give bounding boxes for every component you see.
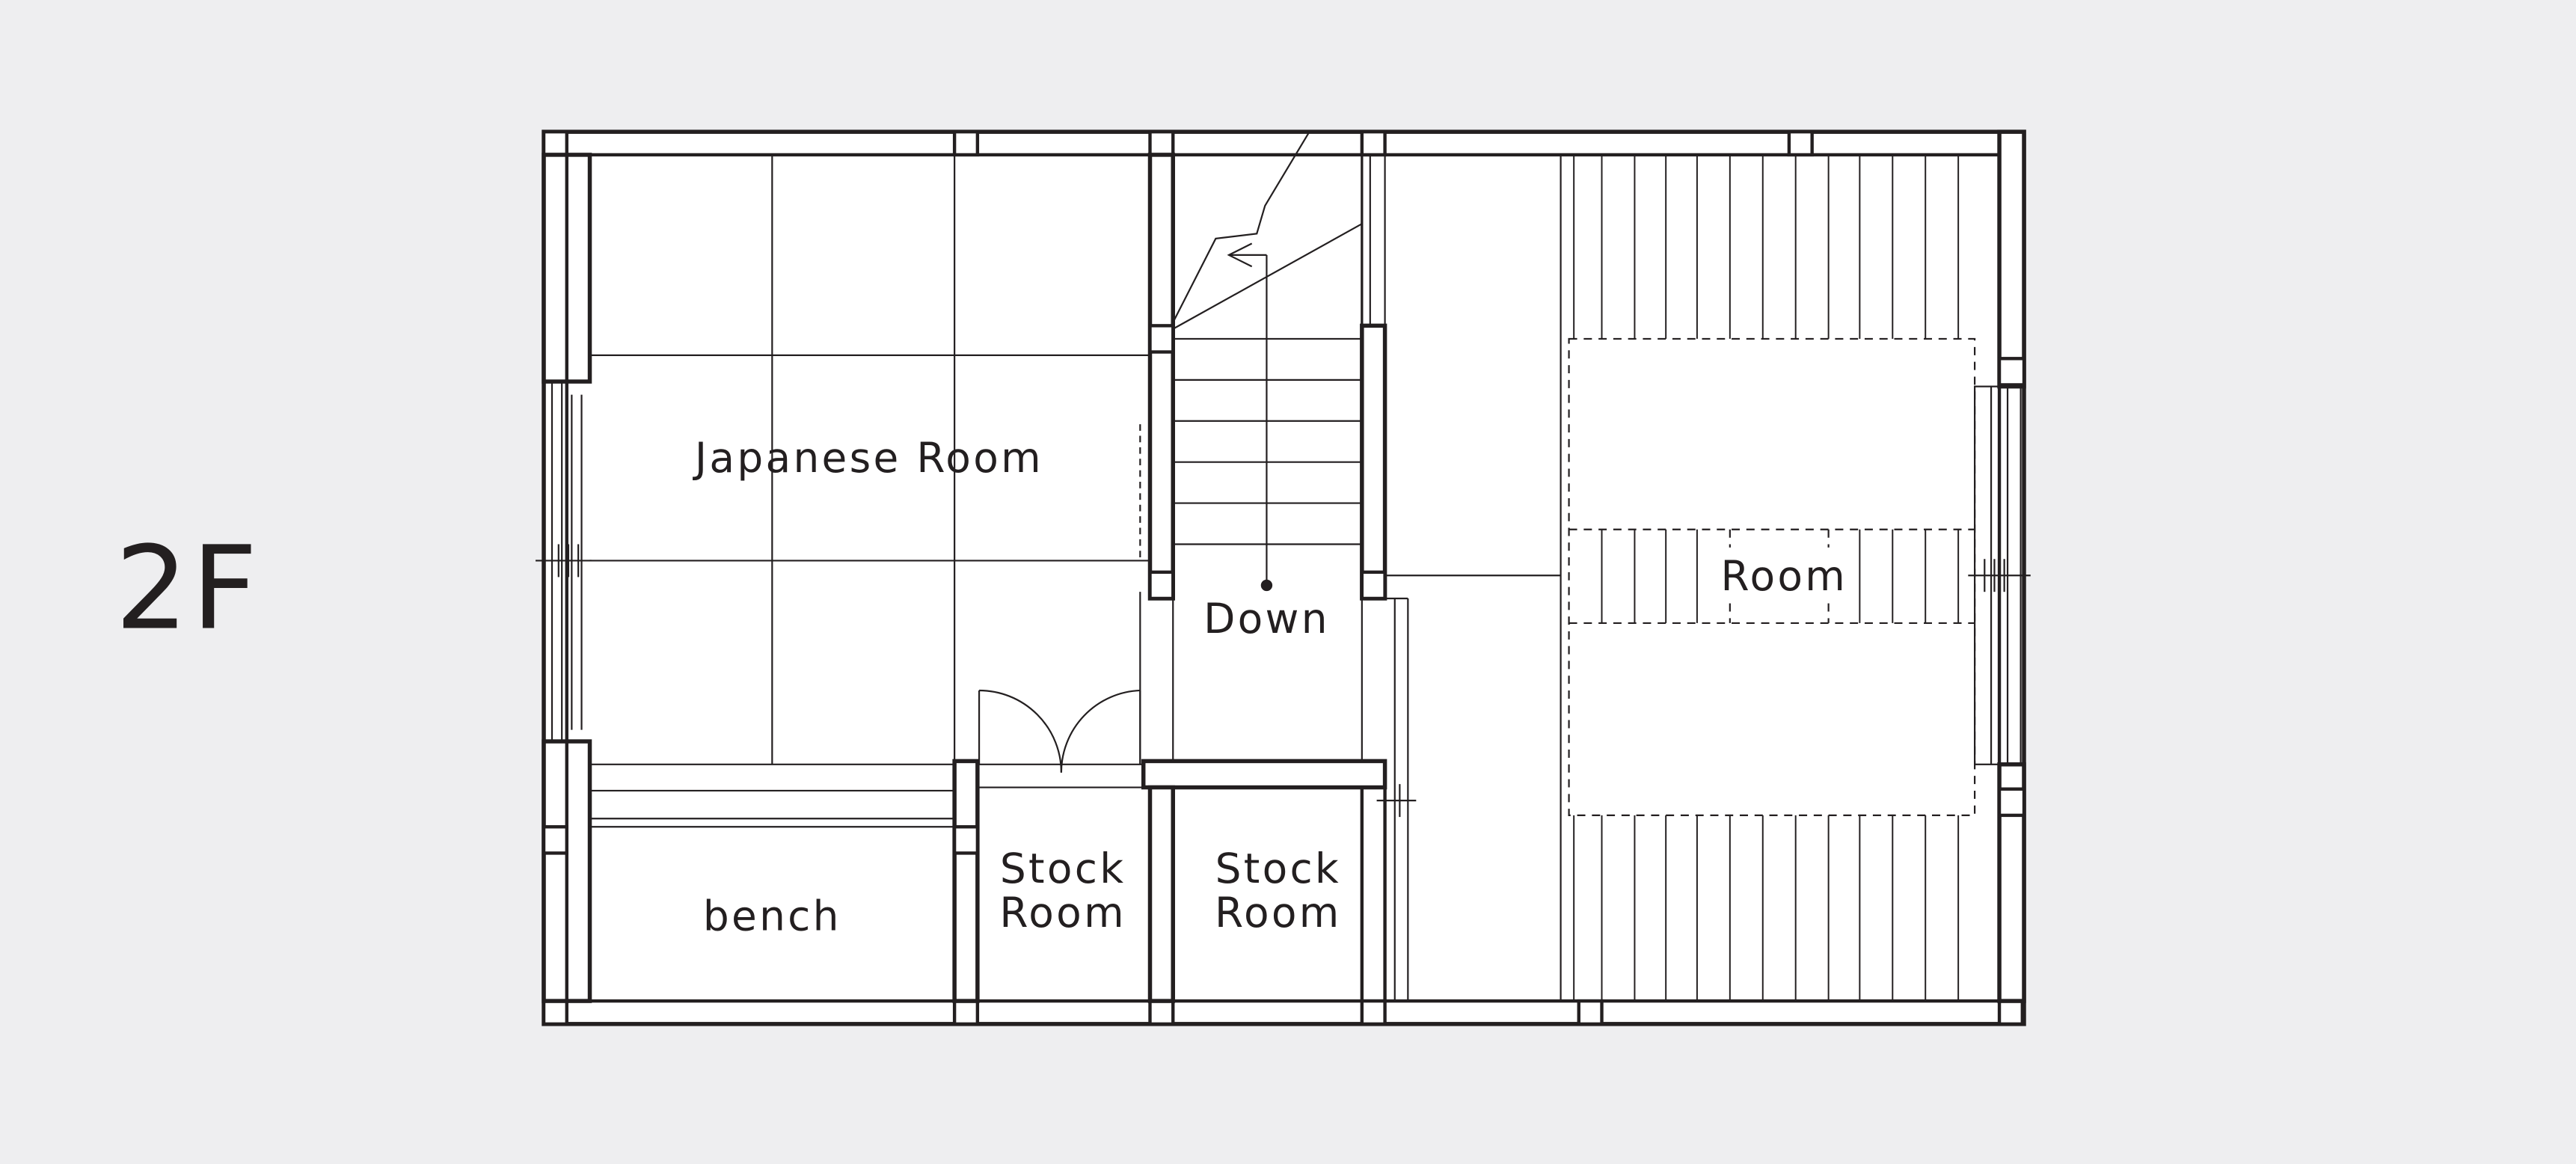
floor-boards — [1573, 154, 1960, 1002]
japanese-room-label: Japanese Room — [693, 434, 1043, 482]
inner-wall-line — [565, 153, 2002, 1003]
outer-wall — [542, 129, 2026, 1026]
stock-room-right-label-line1: Stock — [1215, 845, 1341, 892]
stock-room-left-label-line2: Room — [999, 889, 1126, 937]
left-window — [536, 382, 592, 742]
floor-label: 2F — [115, 522, 261, 656]
stair-wall-left — [1147, 153, 1175, 601]
stock-room-right-label-line2: Room — [1215, 889, 1342, 937]
stock-room-door — [978, 689, 1150, 788]
room-label: Room — [1721, 552, 1848, 600]
down-label: Down — [1203, 595, 1330, 643]
stair-wall-right — [1360, 323, 1387, 601]
stock-room-top-wall — [1141, 759, 1387, 790]
stock-room-left-label-line1: Stock — [1000, 845, 1126, 892]
room-labels: Japanese Room Down Room bench Stock Room… — [693, 434, 1848, 940]
bench-label: bench — [703, 892, 841, 940]
right-wall-upper — [1997, 129, 2026, 389]
bench-lines — [589, 789, 955, 828]
wall-posts — [542, 129, 2024, 1026]
tatami-grid — [589, 154, 1150, 765]
staircase — [1172, 131, 1363, 592]
